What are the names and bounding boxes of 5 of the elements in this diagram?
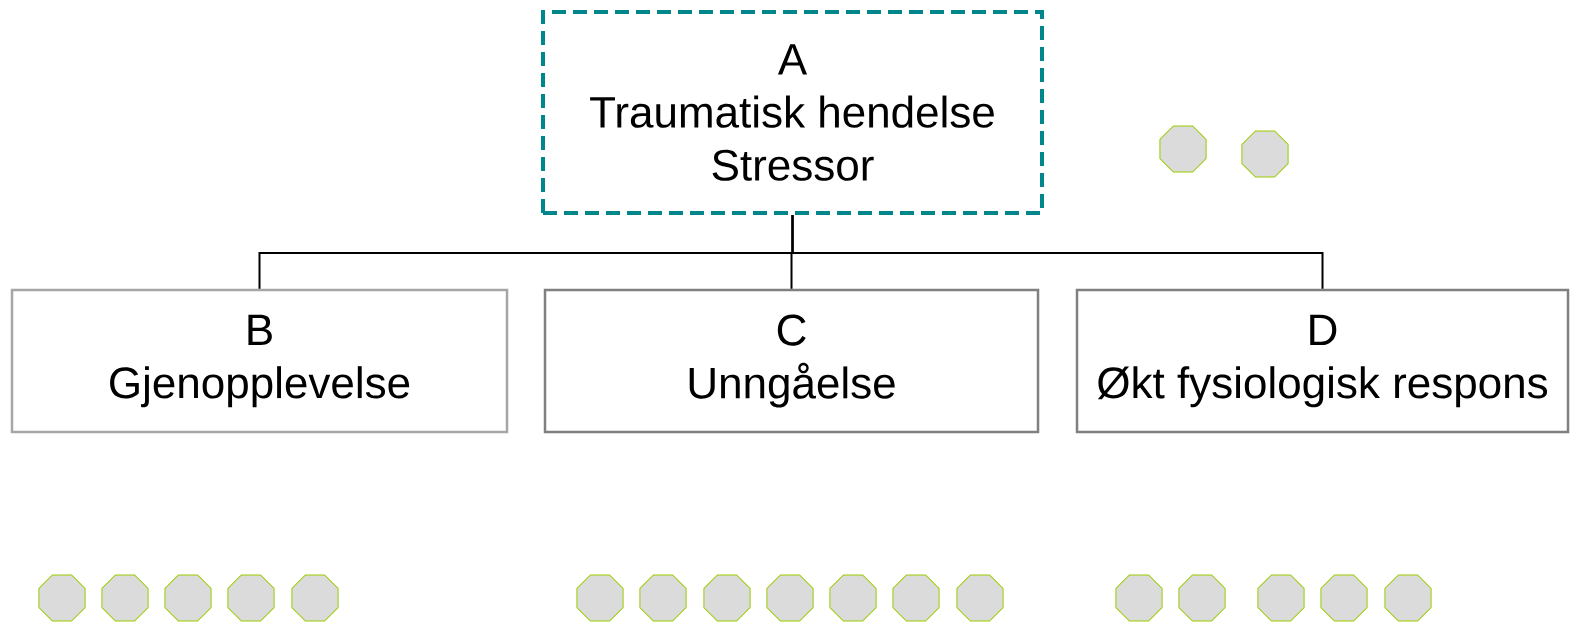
category-box: C Unngåelse — [543, 288, 1040, 434]
category-box: B Gjenopplevelse — [10, 288, 509, 434]
dashed-box: A Traumatisk hendelse Stressor — [541, 10, 1044, 215]
connector-line — [791, 214, 1324, 290]
category-box: D Økt fysiologisk respons — [1075, 288, 1570, 434]
